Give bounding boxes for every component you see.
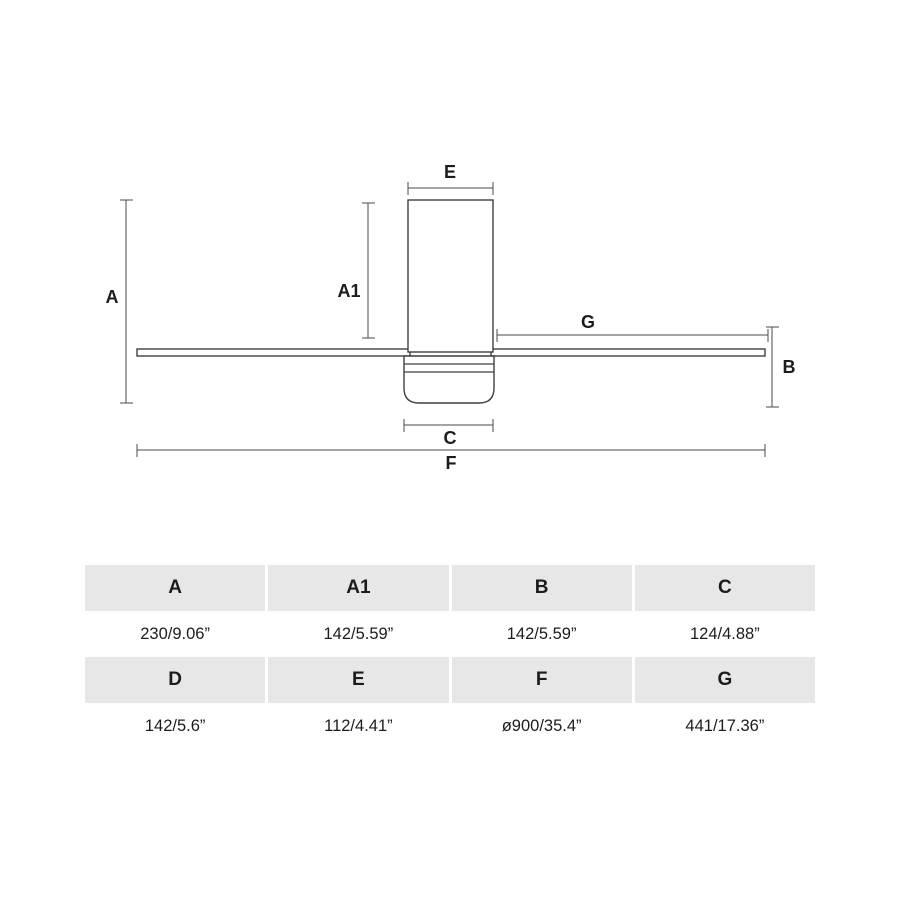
dimension-C: C — [403, 419, 494, 448]
table-header-cell: G — [634, 657, 815, 703]
table-value-cell: 142/5.59” — [268, 611, 449, 657]
table-header-cell: D — [85, 657, 266, 703]
light-kit — [403, 355, 495, 404]
dimension-table: A A1 B C 230/9.06” 142/5.59” 142/5.59” 1… — [85, 565, 815, 749]
dimension-E: E — [407, 162, 494, 195]
dim-label-A: A — [106, 287, 119, 307]
fan-drawing — [136, 199, 766, 404]
dim-label-E: E — [444, 162, 456, 182]
table-header-row: A A1 B C — [85, 565, 815, 611]
blade-left — [136, 348, 411, 357]
table-value-row: 142/5.6” 112/4.41” ø900/35.4” 441/17.36” — [85, 703, 815, 749]
table-value-cell: 230/9.06” — [85, 611, 266, 657]
dimension-A1: A1 — [337, 202, 375, 339]
dimension-B: B — [766, 326, 796, 408]
table-value-cell: 441/17.36” — [634, 703, 815, 749]
diagram-svg: E A A1 G B — [106, 162, 796, 473]
dim-label-A1: A1 — [337, 281, 360, 301]
table-value-cell: 142/5.6” — [85, 703, 266, 749]
motor-body — [407, 199, 494, 353]
table-header-cell: E — [268, 657, 449, 703]
table-header-cell: F — [451, 657, 632, 703]
dimension-G: G — [496, 312, 769, 342]
table-value-cell: 142/5.59” — [451, 611, 632, 657]
dim-label-C: C — [444, 428, 457, 448]
table-value-row: 230/9.06” 142/5.59” 142/5.59” 124/4.88” — [85, 611, 815, 657]
dim-label-G: G — [581, 312, 595, 332]
blade-right — [490, 348, 766, 357]
dimension-F: F — [136, 444, 766, 473]
dim-label-F: F — [446, 453, 457, 473]
table-value-cell: 124/4.88” — [634, 611, 815, 657]
table-value-cell: 112/4.41” — [268, 703, 449, 749]
table-value-cell: ø900/35.4” — [451, 703, 632, 749]
fan-dimension-diagram: E A A1 G B — [106, 162, 796, 473]
table-header-row: D E F G — [85, 657, 815, 703]
table-header-cell: C — [634, 565, 815, 611]
table-header-cell: A — [85, 565, 266, 611]
table-header-cell: B — [451, 565, 632, 611]
dimension-A: A — [106, 199, 133, 404]
dim-label-B: B — [783, 357, 796, 377]
table-header-cell: A1 — [268, 565, 449, 611]
